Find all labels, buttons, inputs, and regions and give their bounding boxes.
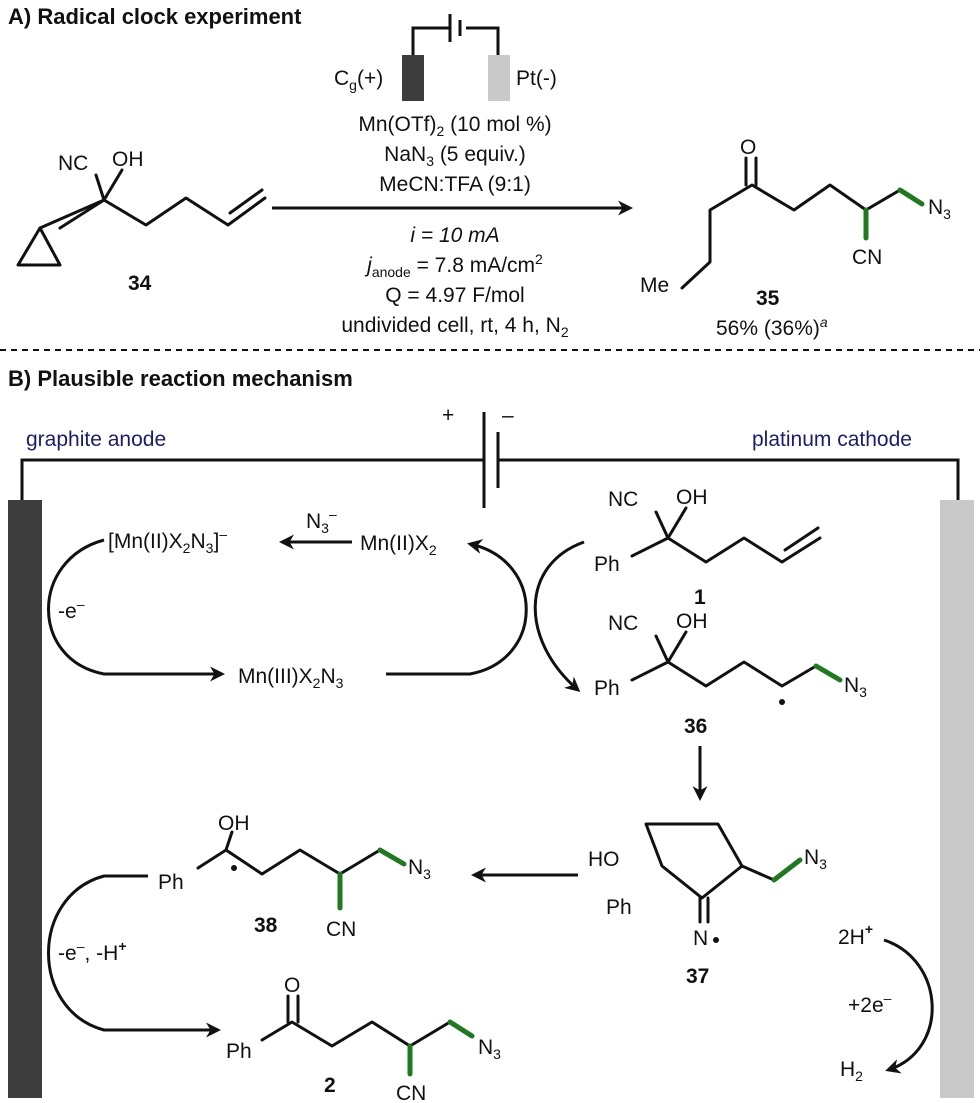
reaction-conditions: Mn(OTf)2 (10 mol %) NaN3 (5 equiv.) MeCN… <box>341 113 568 340</box>
second-oxidation-arrow <box>47 874 221 1038</box>
cmpd36-number: 36 <box>684 715 707 738</box>
anode-name-label: graphite anode <box>26 428 166 451</box>
sm-oh: OH <box>112 148 144 171</box>
cmpd2-number: 2 <box>324 1074 336 1097</box>
battery-plus: + <box>442 404 454 427</box>
azide-ion: N3– <box>306 506 337 536</box>
cathodic-reduction-arrow <box>883 938 934 1074</box>
graphite-anode-bar <box>8 500 42 1098</box>
cmpd38-cn: CN <box>326 918 356 941</box>
graphite-electrode-icon <box>402 55 424 101</box>
product-o: O <box>740 136 756 159</box>
cmpd38-number: 38 <box>254 914 278 937</box>
benzyl-radical-dot <box>231 865 237 871</box>
condition-charge: Q = 4.97 F/mol <box>385 284 524 307</box>
compound-35: O Me N3 CN 35 56% (36%)a <box>640 136 951 340</box>
compound-2: O Ph N3 CN 2 <box>226 974 501 1103</box>
product-n3: N3 <box>928 196 951 222</box>
product-yield: 56% (36%)a <box>716 314 828 340</box>
anodic-oxidation-arrow <box>47 538 225 682</box>
cmpd1-oh: OH <box>676 486 708 509</box>
cmpd1-nc: NC <box>608 488 638 511</box>
cathode-name-label: platinum cathode <box>752 428 912 451</box>
platinum-cathode-bar <box>940 500 974 1098</box>
platinum-electrode-icon <box>488 55 510 101</box>
mn2-salt: Mn(II)X2 <box>360 532 437 558</box>
condition-solvent: MeCN:TFA (9:1) <box>379 173 531 196</box>
cmpd37-n3: N3 <box>804 846 827 872</box>
cell-electrode-icon <box>402 14 510 101</box>
cmpd2-cn: CN <box>396 1082 426 1103</box>
battery-minus: – <box>502 404 514 427</box>
product-me: Me <box>640 274 669 297</box>
cathode-label: Pt(-) <box>516 67 557 90</box>
cell-circuit <box>20 412 960 508</box>
condition-azide: NaN3 (5 equiv.) <box>384 143 526 169</box>
cmpd2-n3: N3 <box>478 1036 501 1062</box>
cmpd38-n3: N3 <box>408 856 431 882</box>
section-b-title: B) Plausible reaction mechanism <box>8 366 353 391</box>
compound-37: HO Ph N N3 37 <box>588 822 827 988</box>
anode-label: Cg(+) <box>334 67 383 93</box>
condition-current-density: janode = 7.8 mA/cm2 <box>364 251 543 280</box>
cmpd2-o: O <box>284 974 300 997</box>
cmpd36-n3: N3 <box>844 674 867 700</box>
cmpd36-nc: NC <box>608 612 638 635</box>
proton-label: 2H+ <box>838 921 873 949</box>
reduction-label: +2e– <box>848 990 892 1017</box>
section-a-title: A) Radical clock experiment <box>8 4 302 29</box>
condition-catalyst: Mn(OTf)2 (10 mol %) <box>358 113 551 139</box>
condition-current: i = 10 mA <box>410 224 499 247</box>
oxidation-label: -e– <box>58 596 85 623</box>
product-cn: CN <box>852 246 882 269</box>
mn3-species: Mn(III)X2N3 <box>238 665 344 691</box>
compound-36: NC OH Ph N3 36 <box>594 610 867 738</box>
cmpd36-ph: Ph <box>594 677 620 700</box>
product-number: 35 <box>756 287 780 310</box>
compound-1: NC OH Ph 1 <box>594 486 822 609</box>
sm-nc: NC <box>58 152 88 175</box>
mn-azide-complex: [Mn(II)X2N3]– <box>108 526 227 556</box>
second-oxidation-label: -e–, -H+ <box>58 938 127 965</box>
compound-38: OH Ph N3 CN 38 <box>158 812 431 941</box>
sm-number: 34 <box>128 272 152 295</box>
radical-dot <box>779 699 785 705</box>
condition-cell: undivided cell, rt, 4 h, N2 <box>341 314 568 340</box>
substrate-addition-arrow <box>533 540 585 692</box>
hydrogen-label: H2 <box>840 1058 863 1084</box>
cmpd1-ph: Ph <box>594 553 620 576</box>
cmpd36-oh: OH <box>676 610 708 633</box>
cmpd38-ph: Ph <box>158 871 184 894</box>
cmpd37-ph: Ph <box>606 896 632 919</box>
cmpd37-number: 37 <box>686 965 709 988</box>
cmpd38-oh: OH <box>218 812 250 835</box>
cmpd1-number: 1 <box>694 586 706 609</box>
cmpd37-n: N <box>693 927 708 950</box>
iminyl-radical-dot <box>713 937 719 943</box>
compound-34: NC OH 34 <box>16 148 267 295</box>
mn-return-arrow <box>386 539 528 676</box>
cmpd2-ph: Ph <box>226 1040 252 1063</box>
cmpd37-ho: HO <box>588 848 620 871</box>
